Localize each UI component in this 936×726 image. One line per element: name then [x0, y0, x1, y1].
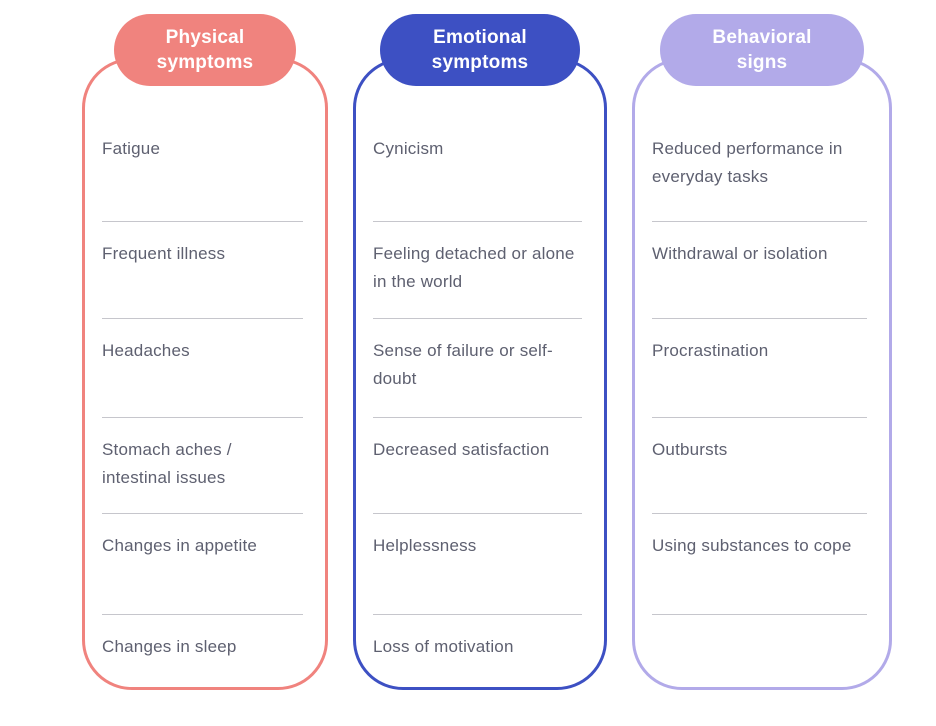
symptom-item: Helplessness	[373, 514, 582, 615]
card-behavioral-signs: Behavioral signs Reduced performance in …	[632, 14, 892, 690]
symptom-item: Decreased satisfaction	[373, 418, 582, 514]
item-list-emotional: Cynicism Feeling detached or alone in th…	[356, 61, 604, 687]
symptom-item: Changes in appetite	[102, 514, 303, 615]
symptoms-diagram: Physical symptoms Fatigue Frequent illne…	[82, 14, 892, 690]
symptom-item: Using substances to cope	[652, 514, 867, 615]
header-pill-physical-symptoms: Physical symptoms	[114, 14, 296, 86]
symptom-item: Headaches	[102, 319, 303, 418]
symptom-item: Frequent illness	[102, 222, 303, 319]
symptom-item: Changes in sleep	[102, 637, 237, 656]
card-emotional-symptoms: Emotional symptoms Cynicism Feeling deta…	[353, 14, 607, 690]
symptom-item: Reduced performance in everyday tasks	[652, 61, 867, 222]
header-pill-emotional-symptoms: Emotional symptoms	[380, 14, 580, 86]
symptom-item: Loss of motivation	[373, 637, 514, 656]
symptom-item: Cynicism	[373, 61, 582, 222]
symptom-item: Procrastination	[652, 319, 867, 418]
symptom-item: Outbursts	[652, 418, 867, 514]
symptom-item: Stomach aches / intestinal issues	[102, 418, 303, 514]
symptom-item: Sense of failure or self-doubt	[373, 319, 582, 418]
card-physical-symptoms: Physical symptoms Fatigue Frequent illne…	[82, 14, 328, 690]
symptom-item: Feeling detached or alone in the world	[373, 222, 582, 319]
symptom-item: Fatigue	[102, 61, 303, 222]
header-pill-behavioral-signs: Behavioral signs	[660, 14, 864, 86]
item-list-physical: Fatigue Frequent illness Headaches Stoma…	[85, 61, 325, 687]
symptom-item	[652, 615, 867, 686]
item-list-behavioral: Reduced performance in everyday tasks Wi…	[635, 61, 889, 687]
symptom-item: Withdrawal or isolation	[652, 222, 867, 319]
